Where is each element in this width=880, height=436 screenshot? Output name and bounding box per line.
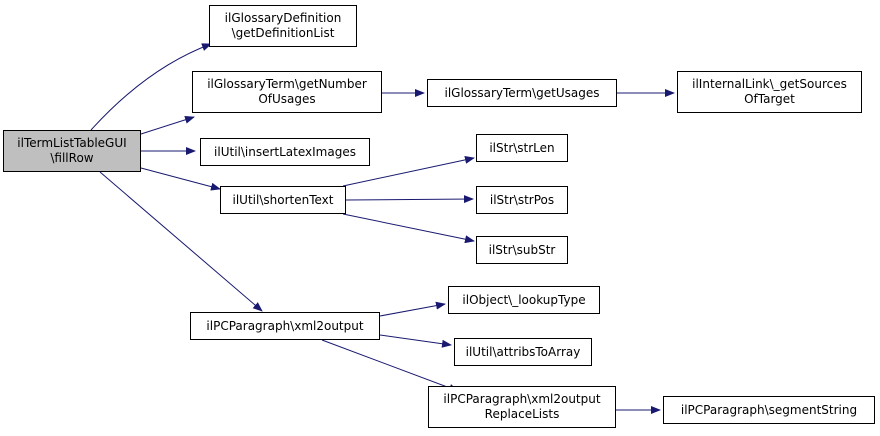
node-ilutil-attribstoarray[interactable]: ilUtil\attribsToArray <box>454 338 592 366</box>
node-ilpcparagraph-segmentstring[interactable]: ilPCParagraph\segmentString <box>663 396 875 424</box>
node-ilobject-lookuptype[interactable]: ilObject\_lookupType <box>448 286 600 314</box>
node-ilglossarydefinition-getdefinitionlist[interactable]: ilGlossaryDefinition\getDefinitionList <box>209 5 357 47</box>
node-label-line: ilStr\strPos <box>489 192 555 207</box>
node-ilstr-substr[interactable]: ilStr\subStr <box>476 236 568 264</box>
edge-n0-n1 <box>90 43 212 131</box>
node-label-line: ilStr\strLen <box>489 140 555 155</box>
node-ilstr-strlen[interactable]: ilStr\strLen <box>476 134 568 162</box>
node-label-line: ilGlossaryDefinition <box>224 11 342 25</box>
edge-n10-n13 <box>321 339 459 392</box>
node-label-line: ReplaceLists <box>484 407 560 421</box>
node-label-line: ilTermListTableGUI <box>17 136 127 150</box>
edge-n10-n12 <box>379 334 452 348</box>
edge-n0-n2 <box>140 115 195 135</box>
node-label-line: ilUtil\shortenText <box>232 192 334 207</box>
node-label-line: ilPCParagraph\xml2output <box>443 392 601 406</box>
node-label-line: ilGlossaryTerm\getNumber <box>207 77 367 91</box>
node-label-line: ilObject\_lookupType <box>462 292 586 307</box>
node-label-line: ilUtil\insertLatexImages <box>214 144 356 159</box>
node-label-line: OfUsages <box>258 92 316 106</box>
edge-n6-n9 <box>342 213 475 244</box>
edge-n6-n8 <box>345 195 474 204</box>
edge-n0-n6 <box>140 167 221 191</box>
edge-n0-n10 <box>99 171 263 312</box>
edge-n10-n11 <box>379 301 446 317</box>
node-label-line: ilStr\subStr <box>488 242 556 257</box>
node-label-line: ilInternalLink\_getSources <box>692 77 847 91</box>
node-label-line: ilPCParagraph\segmentString <box>680 402 858 417</box>
node-ilpcparagraph-xml2output[interactable]: ilPCParagraph\xml2output <box>190 312 380 340</box>
node-label-line: OfTarget <box>744 92 795 106</box>
node-label-line: \fillRow <box>50 151 94 165</box>
node-iltermlisttablegui-fillrow: ilTermListTableGUI\fillRow <box>3 130 141 172</box>
node-label-line: ilGlossaryTerm\getUsages <box>444 85 600 100</box>
node-ilglossaryterm-getusages[interactable]: ilGlossaryTerm\getUsages <box>427 79 617 107</box>
node-ilutil-insertlateximages[interactable]: ilUtil\insertLatexImages <box>200 138 370 166</box>
node-ilutil-shortentext[interactable]: ilUtil\shortenText <box>220 186 346 214</box>
node-label-line: ilPCParagraph\xml2output <box>206 318 364 333</box>
node-label-line: \getDefinitionList <box>231 26 335 40</box>
node-ilstr-strpos[interactable]: ilStr\strPos <box>476 186 568 214</box>
node-label-line: ilUtil\attribsToArray <box>465 344 581 359</box>
edge-n6-n7 <box>342 155 475 187</box>
